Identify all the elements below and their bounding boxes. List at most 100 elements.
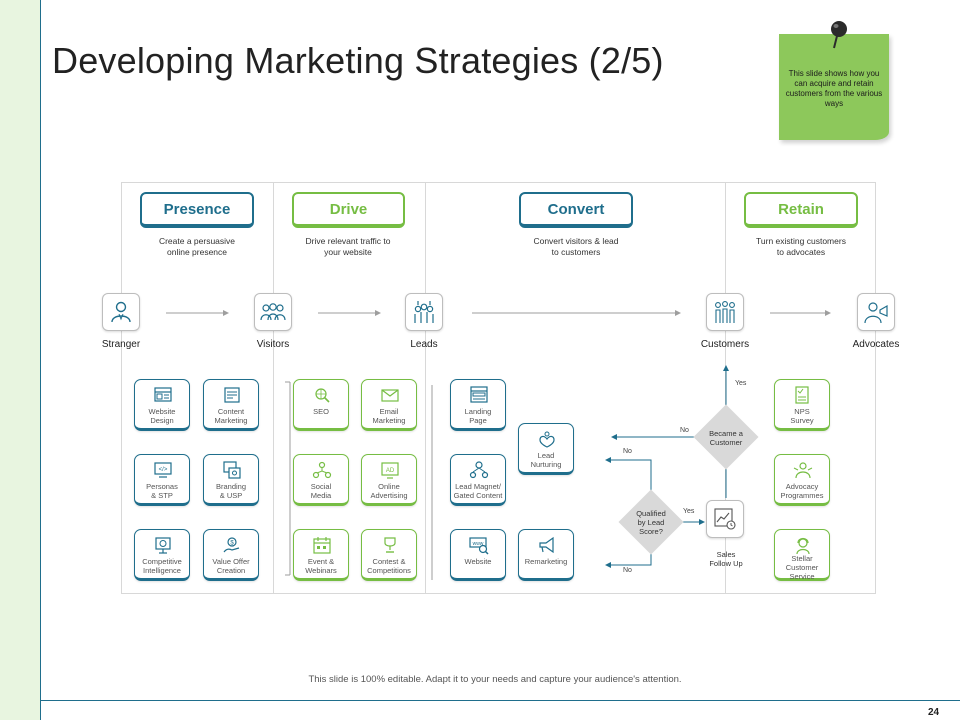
footer-note: This slide is 100% editable. Adapt it to… — [308, 674, 682, 685]
column-separator — [425, 182, 426, 594]
no-label-qualified-top: No — [623, 448, 632, 455]
visitors-node — [254, 293, 292, 331]
email-icon — [381, 389, 399, 402]
tile-label: Event &Webinars — [305, 557, 337, 575]
svg-text:www: www — [473, 541, 484, 547]
stage-drive: Drive — [292, 192, 405, 228]
diagram-frame — [121, 182, 876, 594]
tile-branding-usp: Branding& USP — [203, 454, 259, 506]
website-icon — [154, 387, 172, 402]
tile-contest-competitions: Contest &Competitions — [361, 529, 417, 581]
svg-text:</>: </> — [159, 467, 168, 473]
stage-convert: Convert — [519, 192, 633, 228]
group-icon — [260, 303, 286, 321]
leads-node — [405, 293, 443, 331]
stranger-label: Stranger — [101, 339, 141, 350]
no-label-became: No — [680, 427, 689, 434]
branding-icon — [223, 461, 241, 479]
svg-text:$: $ — [230, 541, 234, 547]
page-number: 24 — [928, 707, 940, 718]
tile-website: www Website — [450, 529, 506, 581]
seo-icon — [315, 388, 330, 403]
social-icon — [312, 461, 332, 479]
ad-icon: AD — [381, 462, 399, 479]
nurture-icon — [539, 431, 555, 448]
service-icon — [796, 537, 810, 555]
visitors-label: Visitors — [256, 339, 290, 350]
stage-presence: Presence — [140, 192, 254, 228]
group-raised-icon — [414, 301, 434, 323]
tile-label: Branding& USP — [215, 482, 247, 500]
person-icon — [111, 301, 131, 323]
svg-text:AD: AD — [386, 468, 395, 474]
column-separator — [273, 182, 274, 594]
remarketing-icon — [539, 536, 554, 554]
sticky-note-text: This slide shows how you can acquire and… — [785, 69, 883, 108]
advocates-node — [857, 293, 895, 331]
tile-label: Website — [464, 557, 492, 566]
sales-follow-up-node — [706, 500, 744, 538]
sticky-note: This slide shows how you can acquire and… — [779, 34, 889, 140]
tile-label: Contest &Competitions — [367, 557, 411, 575]
leads-label: Leads — [410, 339, 438, 350]
tile-personas-stp: </> Personas& STP — [134, 454, 190, 506]
event-icon — [313, 537, 331, 554]
chart-clock-icon — [714, 508, 736, 530]
left-accent-band — [0, 0, 40, 720]
yes-label-qualified: Yes — [683, 508, 695, 515]
no-label-qualified-bottom: No — [623, 567, 632, 574]
pushpin-icon — [831, 21, 847, 49]
www-icon: www — [469, 537, 489, 555]
survey-icon — [795, 386, 809, 404]
value-icon: $ — [223, 537, 240, 553]
left-divider-line — [40, 0, 41, 720]
bottom-divider-line — [40, 700, 960, 701]
stage-retain: Retain — [744, 192, 858, 228]
tile-remarketing: Remarketing — [518, 529, 574, 581]
advocates-label: Advocates — [852, 339, 900, 350]
tile-label: Lead Magnet/Gated Content — [453, 482, 503, 500]
advocacy-icon — [793, 462, 813, 479]
tile-label: SEO — [313, 407, 329, 416]
stranger-node — [102, 293, 140, 331]
crowd-icon — [715, 301, 735, 323]
tile-label: Personas& STP — [146, 482, 178, 500]
customers-label: Customers — [700, 339, 750, 350]
customers-node — [706, 293, 744, 331]
tile-lead-magnet: Lead Magnet/Gated Content — [450, 454, 506, 506]
magnet-icon — [469, 461, 489, 479]
intelligence-icon — [155, 537, 171, 554]
tile-label: Remarketing — [524, 557, 568, 566]
megaphone-person-icon — [864, 302, 888, 324]
tile-seo: SEO — [293, 379, 349, 431]
